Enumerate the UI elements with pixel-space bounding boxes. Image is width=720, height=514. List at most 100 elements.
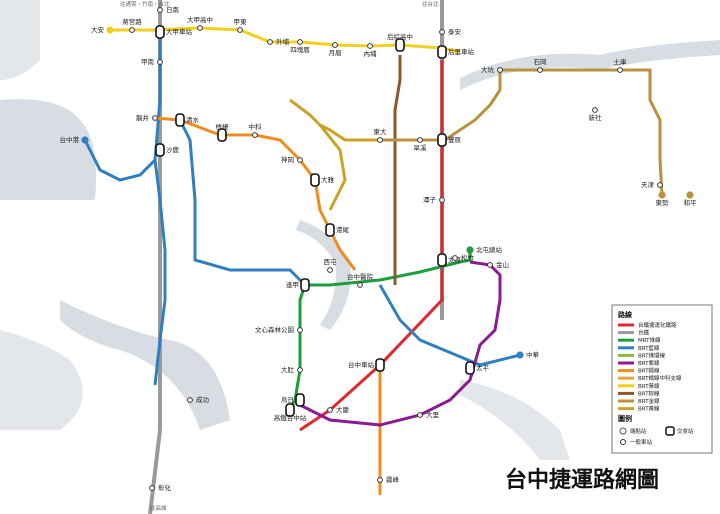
interchange-marker[interactable]	[175, 113, 185, 127]
station-taichungport[interactable]: 台中港	[60, 135, 89, 144]
station-marker[interactable]	[592, 107, 598, 113]
station-waipu[interactable]: 外埔	[267, 37, 290, 46]
station-taichungsta[interactable]: 台中車站	[348, 358, 385, 372]
station-marker[interactable]	[617, 67, 623, 73]
station-lizhou[interactable]: 梧棲	[216, 122, 230, 142]
station-marker[interactable]	[377, 137, 383, 143]
station-xianggang[interactable]: 港尾	[325, 223, 350, 237]
station-tenjin[interactable]: 天津	[641, 181, 663, 189]
station-shalu[interactable]: 沙鹿	[155, 143, 180, 157]
station-shigang[interactable]: 石岡	[534, 58, 547, 73]
station-marker[interactable]	[157, 7, 163, 13]
interchange-marker[interactable]	[300, 278, 310, 292]
station-marker[interactable]	[267, 39, 273, 45]
station-zhangjiang[interactable]: 甲南	[141, 57, 163, 66]
station-taian[interactable]: 泰安	[439, 27, 462, 36]
station-taiping[interactable]: 太平	[465, 361, 490, 375]
station-hanxi[interactable]: 旱溪	[414, 137, 428, 152]
interchange-marker[interactable]	[295, 393, 305, 407]
terminal-marker[interactable]	[81, 136, 89, 144]
station-marker[interactable]	[187, 397, 193, 403]
station-houli[interactable]: 后里車站	[437, 45, 475, 59]
station-yuemei[interactable]: 月眉	[329, 42, 342, 57]
station-marker[interactable]	[237, 27, 243, 33]
station-neipu[interactable]: 內埔	[364, 43, 378, 58]
station-chenggong[interactable]: 成功	[187, 395, 210, 404]
station-daxia[interactable]: 大甲車站	[155, 25, 193, 39]
station-marker[interactable]	[452, 255, 458, 261]
station-marker[interactable]	[367, 43, 373, 49]
station-marker[interactable]	[417, 412, 423, 418]
station-marker[interactable]	[129, 27, 135, 33]
interchange-marker[interactable]	[325, 223, 335, 237]
station-daan[interactable]: 大安	[91, 25, 114, 34]
interchange-marker[interactable]	[437, 45, 447, 59]
station-wufeng[interactable]: 霧峰	[377, 475, 400, 484]
station-marker[interactable]	[152, 115, 158, 121]
station-jiajia[interactable]: 甲東	[234, 17, 248, 33]
terminal-marker[interactable]	[106, 26, 114, 34]
station-changhua[interactable]: 彰化	[149, 483, 172, 492]
interchange-marker[interactable]	[375, 358, 385, 372]
station-marker[interactable]	[417, 137, 423, 143]
interchange-marker[interactable]	[285, 403, 295, 417]
station-wuri[interactable]: 烏日	[281, 393, 305, 407]
station-beitun[interactable]: 北屯總站	[466, 245, 503, 254]
station-marker[interactable]	[149, 485, 155, 491]
station-wenxin[interactable]: 文心森林公園	[255, 325, 303, 334]
station-rihnan[interactable]: 日南	[157, 5, 180, 14]
station-marker[interactable]	[439, 197, 445, 203]
station-marker[interactable]	[297, 327, 303, 333]
station-dongshi[interactable]: 東勢	[656, 191, 670, 207]
terminal-marker[interactable]	[658, 191, 666, 199]
station-waitai[interactable]: 大雅	[310, 173, 335, 187]
station-xinshe[interactable]: 新社	[589, 107, 603, 122]
interchange-marker[interactable]	[155, 143, 165, 157]
station-fengjia[interactable]: 逢甲	[286, 278, 310, 292]
station-marker[interactable]	[297, 367, 303, 373]
station-marker[interactable]	[497, 67, 503, 73]
station-marker[interactable]	[252, 132, 258, 138]
station-sijiaoting[interactable]: 四塊厝	[290, 39, 310, 54]
station-jinshan[interactable]: 金山	[487, 260, 509, 269]
station-marker[interactable]	[297, 39, 303, 45]
station-marker[interactable]	[157, 59, 163, 65]
station-dadu[interactable]: 大肚	[281, 365, 303, 374]
station-qingshui[interactable]: 清水	[175, 113, 200, 127]
station-marker[interactable]	[327, 407, 333, 413]
station-heping[interactable]: 和平	[684, 191, 698, 207]
station-dajiagaozhong[interactable]: 大甲高中	[187, 15, 213, 31]
station-dakeng[interactable]: 大坑	[481, 65, 503, 74]
station-houligaozhong[interactable]: 后綜高中	[387, 32, 413, 52]
terminal-marker[interactable]	[466, 246, 474, 254]
interchange-marker[interactable]	[217, 128, 227, 142]
station-dali[interactable]: 大里	[417, 410, 440, 419]
station-jiangjunjin[interactable]: 蔣宮路	[122, 17, 142, 33]
station-marker[interactable]	[439, 29, 445, 35]
terminal-marker[interactable]	[686, 191, 694, 199]
station-marker[interactable]	[487, 262, 493, 268]
station-marker[interactable]	[537, 67, 543, 73]
station-marker[interactable]	[332, 42, 338, 48]
interchange-marker[interactable]	[437, 133, 447, 147]
station-dongda[interactable]: 東大	[374, 127, 388, 143]
station-xitun[interactable]: 西屯	[324, 257, 338, 273]
station-marker[interactable]	[377, 477, 383, 483]
station-longjing[interactable]: 龍井	[136, 113, 158, 122]
interchange-marker[interactable]	[155, 25, 165, 39]
station-songzhu[interactable]: 松竹	[452, 253, 475, 262]
station-gaotie[interactable]: 高鐵台中站	[274, 403, 307, 422]
station-tuku[interactable]: 土庫	[614, 57, 628, 73]
interchange-marker[interactable]	[437, 253, 447, 267]
station-daqing[interactable]: 大慶	[327, 405, 350, 414]
terminal-marker[interactable]	[516, 351, 524, 359]
interchange-marker[interactable]	[310, 173, 320, 187]
station-marker[interactable]	[357, 282, 363, 288]
station-tanzi[interactable]: 潭子	[423, 195, 445, 204]
station-huashan[interactable]: 中華	[516, 350, 540, 359]
station-zhongke[interactable]: 中科	[249, 122, 263, 138]
station-marker[interactable]	[297, 157, 303, 163]
station-taizhongyiwu[interactable]: 台中醫院	[347, 272, 374, 288]
interchange-marker[interactable]	[465, 361, 475, 375]
station-marker[interactable]	[327, 267, 333, 273]
